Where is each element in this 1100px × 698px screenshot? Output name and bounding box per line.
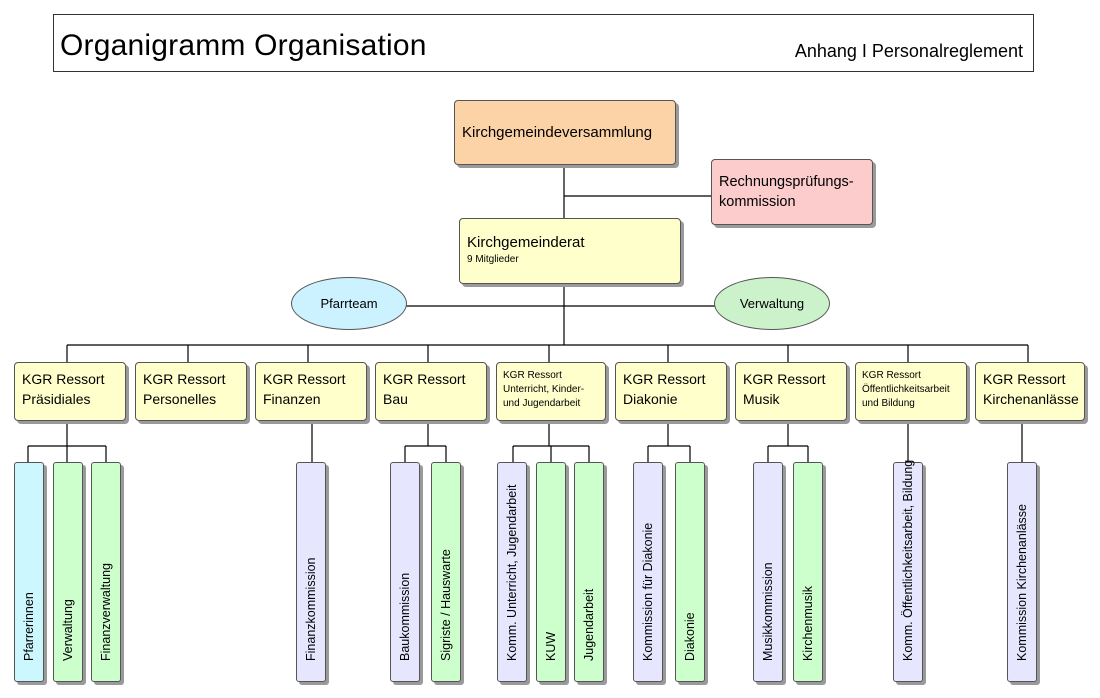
ressort-label-3: und Bildung <box>862 398 915 409</box>
ressort-oeffentlichkeitsarbeit: KGR Ressort Öffentlichkeitsarbeit und Bi… <box>855 362 967 421</box>
ressort-kirchenanlaesse: KGR Ressort Kirchenanlässe <box>975 362 1085 421</box>
assembly-label: Kirchgemeindeversammlung <box>462 124 653 141</box>
ressort-label-1: KGR Ressort <box>263 371 346 387</box>
ressort-label-2: Diakonie <box>623 391 678 407</box>
ressort-label-2: Musik <box>743 391 780 407</box>
unit-label: Baukommission <box>398 572 412 661</box>
unit-diakonie: Diakonie <box>675 462 705 682</box>
unit-label: Pfarrerinnen <box>22 592 36 661</box>
unit-baukommission: Baukommission <box>390 462 420 682</box>
unit-label: Verwaltung <box>61 599 75 661</box>
ressort-diakonie: KGR Ressort Diakonie <box>615 362 727 421</box>
unit-komm-unterricht: Komm. Unterricht, Jugendarbeit <box>497 462 527 682</box>
unit-finanzkommission: Finanzkommission <box>296 462 326 682</box>
unit-label: Finanzverwaltung <box>99 563 113 661</box>
ressort-label-2: Finanzen <box>263 391 321 407</box>
ressort-label-1: KGR Ressort <box>623 371 706 387</box>
council-label: Kirchgemeinderat <box>467 234 585 251</box>
verwaltung-oval: Verwaltung <box>714 277 830 330</box>
ressort-label-1: KGR Ressort <box>503 370 562 381</box>
unit-musikkommission: Musikkommission <box>753 462 783 682</box>
unit-label: Diakonie <box>683 612 697 661</box>
unit-jugendarbeit: Jugendarbeit <box>574 462 604 682</box>
audit-label-line1: Rechnungsprüfungs- <box>719 174 854 190</box>
ressort-praesidiales: KGR Ressort Präsidiales <box>14 362 126 421</box>
ressort-label-2: Kirchenanlässe <box>983 391 1079 407</box>
ressort-musik: KGR Ressort Musik <box>735 362 847 421</box>
unit-sigriste-hauswarte: Sigriste / Hauswarte <box>431 462 461 682</box>
page-subtitle: Anhang I Personalreglement <box>794 41 1023 61</box>
audit-commission-box: Rechnungsprüfungs- kommission <box>711 159 873 225</box>
ressort-label-1: KGR Ressort <box>22 371 105 387</box>
assembly-box: Kirchgemeindeversammlung <box>454 100 676 165</box>
unit-label: Komm. Öffentlichkeitsarbeit, Bildung <box>901 459 915 661</box>
ressort-label-1: KGR Ressort <box>143 371 226 387</box>
unit-label: Kommission für Diakonie <box>641 522 655 661</box>
pfarrteam-oval: Pfarrteam <box>291 277 407 330</box>
verwaltung-label: Verwaltung <box>739 296 805 311</box>
unit-kuw: KUW <box>536 462 566 682</box>
unit-label: Jugendarbeit <box>582 588 596 661</box>
unit-label: Finanzkommission <box>304 557 318 661</box>
council-members: 9 Mitglieder <box>467 254 519 265</box>
unit-kirchenmusik: Kirchenmusik <box>793 462 823 682</box>
unit-label: Musikkommission <box>761 562 775 661</box>
ressort-label-1: KGR Ressort <box>743 371 826 387</box>
unit-verwaltung: Verwaltung <box>53 462 83 682</box>
ressort-finanzen: KGR Ressort Finanzen <box>255 362 367 421</box>
ressort-label-2: Präsidiales <box>22 391 91 407</box>
unit-label: Kirchenmusik <box>801 585 815 661</box>
ressort-label-1: KGR Ressort <box>383 371 466 387</box>
unit-kommission-kirchenanlaesse: Kommission Kirchenanlässe <box>1007 462 1037 682</box>
unit-kommission-diakonie: Kommission für Diakonie <box>633 462 663 682</box>
header-frame: Organigramm Organisation Anhang I Person… <box>53 14 1034 72</box>
unit-pfarrerinnen: Pfarrerinnen <box>14 462 44 682</box>
ressort-label-1: KGR Ressort <box>862 370 921 381</box>
unit-label: Kommission Kirchenanlässe <box>1015 503 1029 661</box>
ressort-personelles: KGR Ressort Personelles <box>135 362 247 421</box>
council-box: Kirchgemeinderat 9 Mitglieder <box>459 218 681 284</box>
pfarrteam-label: Pfarrteam <box>320 296 378 311</box>
page-title: Organigramm Organisation <box>60 29 427 62</box>
ressort-label-2: Personelles <box>143 391 217 407</box>
ressort-label-2: Bau <box>383 391 408 407</box>
unit-label: KUW <box>544 631 558 661</box>
audit-label-line2: kommission <box>719 194 796 210</box>
ressort-unterricht: KGR Ressort Unterricht, Kinder- und Juge… <box>496 362 606 421</box>
unit-label: Sigriste / Hauswarte <box>439 549 453 661</box>
unit-komm-oeffentlichkeitsarbeit: Komm. Öffentlichkeitsarbeit, Bildung <box>893 459 923 682</box>
ressort-label-1: KGR Ressort <box>983 371 1066 387</box>
ressort-bau: KGR Ressort Bau <box>375 362 487 421</box>
ressort-label-3: und Jugendarbeit <box>503 398 581 409</box>
unit-label: Komm. Unterricht, Jugendarbeit <box>505 484 519 661</box>
ressort-label-2: Unterricht, Kinder- <box>503 384 585 395</box>
unit-finanzverwaltung: Finanzverwaltung <box>91 462 121 682</box>
ressort-label-2: Öffentlichkeitsarbeit <box>862 384 950 395</box>
